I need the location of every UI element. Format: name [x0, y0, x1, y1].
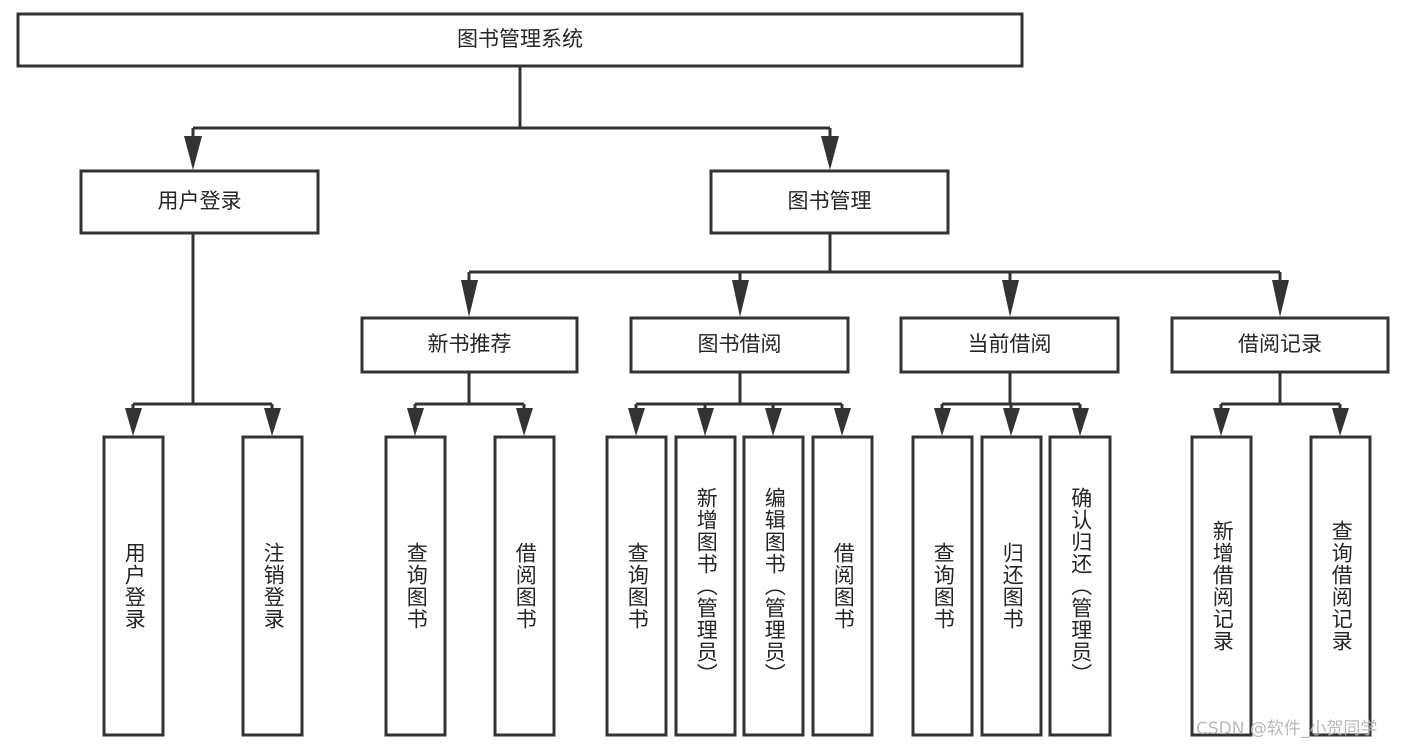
arrow-head-rec-leaf-2: [1332, 408, 1349, 436]
arrow-head-nb-leaf-1: [407, 408, 424, 436]
node-box-leaf-logout[interactable]: [241, 435, 304, 737]
connector-group-user-login-to-leaves: [125, 233, 281, 436]
node-box-leaf-bw-query-book[interactable]: [605, 435, 668, 737]
node-box-book-management[interactable]: [709, 169, 950, 235]
arrow-head-cur-leaf-1: [934, 408, 951, 436]
node-box-leaf-cur-query-book[interactable]: [911, 435, 974, 737]
node-box-leaf-cur-return-book[interactable]: [980, 435, 1043, 737]
node-box-root[interactable]: [16, 12, 1024, 68]
csdn-watermark: CSDN @软件_小贺同学: [1196, 719, 1378, 739]
arrow-head-current: [1002, 280, 1019, 317]
node-box-leaf-user-login[interactable]: [102, 435, 165, 737]
arrow-head-records: [1272, 280, 1289, 317]
node-box-leaf-rec-query-record[interactable]: [1309, 435, 1372, 737]
node-box-leaf-bw-add-book[interactable]: [674, 435, 737, 737]
node-box-leaf-nb-borrow-book[interactable]: [493, 435, 556, 737]
arrow-head-cur-leaf-2: [1003, 408, 1020, 436]
node-box-borrow-records[interactable]: [1170, 316, 1390, 374]
connector-group-root-to-level2: [184, 66, 839, 170]
node-box-current-borrow[interactable]: [899, 316, 1120, 374]
node-box-leaf-cur-confirm-return[interactable]: [1048, 435, 1112, 737]
node-box-leaf-bw-borrow-book[interactable]: [811, 435, 874, 737]
connector-group-book-mgmt-to-level3: [461, 233, 1289, 317]
arrow-head-leaf-user-login: [125, 408, 142, 436]
connector-group-current-to-leaves: [934, 372, 1089, 436]
node-box-user-login[interactable]: [79, 169, 320, 235]
node-box-book-borrow[interactable]: [629, 316, 850, 374]
node-box-leaf-bw-edit-book[interactable]: [742, 435, 805, 737]
arrow-head-leaf-logout: [264, 408, 281, 436]
arrow-head-nb-leaf-2: [516, 408, 533, 436]
arrow-head-bw-leaf-3: [765, 408, 782, 436]
node-box-new-book-recommend[interactable]: [360, 316, 579, 374]
arrow-head-rec-leaf-1: [1213, 408, 1230, 436]
node-box-leaf-rec-add-record[interactable]: [1190, 435, 1253, 737]
connector-group-records-to-leaves: [1213, 372, 1349, 436]
arrow-head-bw-leaf-2: [697, 408, 714, 436]
arrow-head-bw-leaf-4: [834, 408, 851, 436]
node-box-leaf-nb-query-book[interactable]: [384, 435, 447, 737]
arrow-head-user-login: [184, 136, 202, 170]
connector-group-new-book-to-leaves: [407, 372, 533, 436]
arrow-head-bw-leaf-1: [628, 408, 645, 436]
arrow-head-new-book: [461, 280, 478, 317]
arrow-head-borrow: [732, 280, 749, 317]
connector-group-borrow-to-leaves: [628, 372, 851, 436]
arrow-head-cur-leaf-3: [1072, 408, 1089, 436]
arrow-head-book-mgmt: [821, 136, 839, 170]
